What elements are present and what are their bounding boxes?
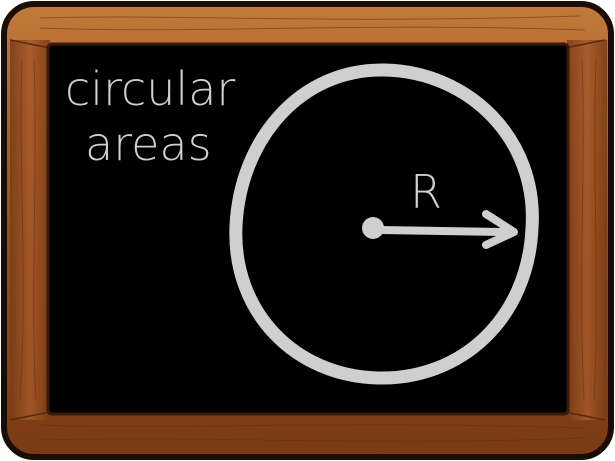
heading-line-1: circular	[65, 62, 235, 116]
heading-line-2: areas	[85, 117, 212, 171]
radius-arrow	[362, 210, 518, 249]
board-surface	[46, 42, 570, 416]
radius-label: R	[410, 165, 442, 219]
arrow-head	[482, 210, 518, 249]
circle-outline-icon	[229, 63, 539, 385]
arrow-right-icon	[376, 226, 506, 236]
